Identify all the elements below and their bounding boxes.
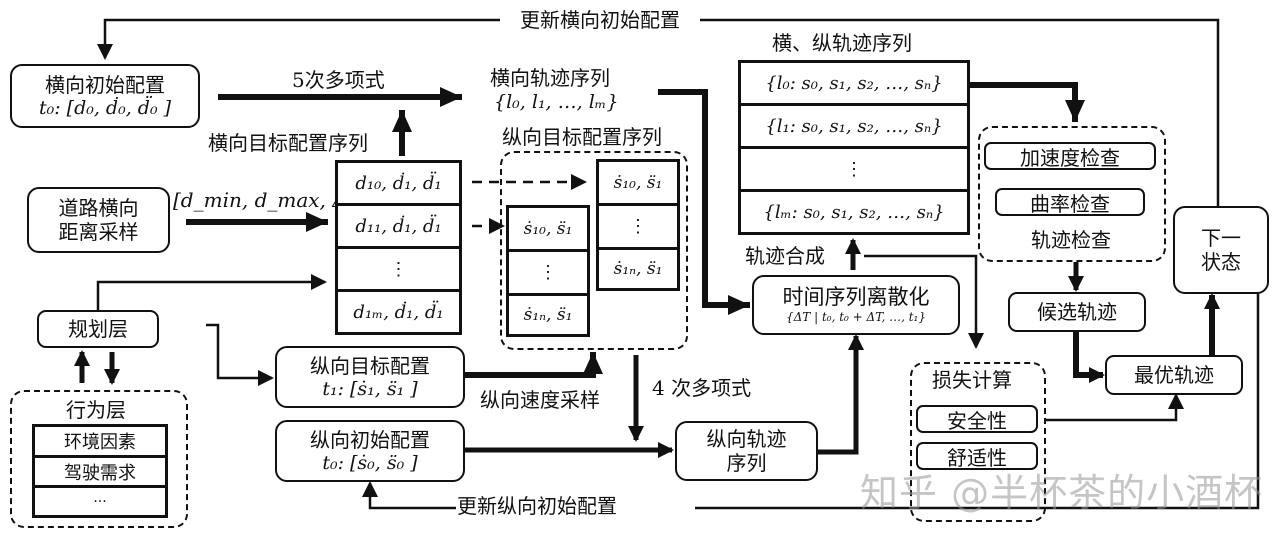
lon-target-seq-title: 纵向目标配置序列	[502, 125, 662, 149]
combined-seq-row: {l₁: s₀, s₁, s₂, …, sₙ}	[741, 106, 967, 149]
combined-seq-title: 横、纵轨迹序列	[772, 31, 912, 55]
lateral-traj-seq-title: 横向轨迹序列	[490, 66, 610, 90]
combined-seq-row: {lₘ: s₀, s₁, s₂, …, sₙ}	[763, 201, 945, 223]
lon-target-title: 纵向目标配置	[310, 353, 430, 378]
behavior-layer-group	[10, 390, 188, 528]
time-discretize-title: 时间序列离散化	[782, 285, 930, 310]
loss-group	[910, 362, 1046, 522]
planning-layer[interactable]: 规划层	[37, 310, 159, 348]
safety-item[interactable]: 安全性	[916, 405, 1038, 433]
road-lateral-sampling[interactable]: 道路横向 距离采样	[27, 187, 170, 253]
edge-lateral-traj-to-time	[658, 89, 750, 315]
road-sampling-line2: 距离采样	[58, 220, 139, 244]
optimal-label: 最优轨迹	[1134, 363, 1214, 387]
behavior-item: 驾驶需求	[35, 458, 165, 488]
time-discretize-formula: {ΔT | t₀, t₀ + ΔT, …, t₁}	[786, 310, 926, 325]
lateral-target-row: d₁₀, ḋ₁, d̈₁	[338, 163, 459, 206]
watermark: 知乎 @半杯茶的小酒杯	[860, 471, 1264, 515]
lateral-target-row: d₁ₘ, ḋ₁, d̈₁	[353, 301, 444, 323]
lon-initial-formula: t₀: [ṡ₀, s̈₀ ]	[322, 451, 418, 474]
traj-check-title: 轨迹检查	[1031, 228, 1111, 252]
traj-check-group	[978, 126, 1166, 262]
lateral-traj-seq-formula: {l₀, l₁, …, lₘ}	[494, 91, 619, 113]
combined-seq-row: ⋮	[741, 149, 967, 192]
next-state[interactable]: 下一 状态	[1173, 206, 1269, 294]
label-lon-speed-sampling: 纵向速度采样	[480, 388, 600, 412]
edge-candidate-to-optimal	[1073, 332, 1105, 383]
label-traj-synthesis: 轨迹合成	[745, 244, 825, 268]
lon-traj-line2: 序列	[726, 451, 767, 475]
comfort-item[interactable]: 舒适性	[916, 442, 1038, 470]
combined-seq-row: {l₀: s₀, s₁, s₂, …, sₙ}	[741, 63, 967, 106]
road-sampling-line1: 道路横向	[58, 196, 139, 220]
edge-to-traj-check	[968, 82, 1085, 122]
behavior-layer-title: 行为层	[66, 398, 126, 422]
next-state-line2: 状态	[1201, 250, 1241, 274]
edge-lon-traj-to-time	[818, 334, 864, 455]
lon-traj-seq[interactable]: 纵向轨迹 序列	[675, 421, 818, 481]
lon-target-row: ṡ₁ₙ, s̈₁	[613, 259, 663, 279]
label-quintic: 5次多项式	[292, 68, 385, 92]
behavior-item: 环境因素	[35, 427, 165, 458]
lon-target-row: ⋮	[509, 252, 587, 296]
lateral-target-table: d₁₀, ḋ₁, d̈₁ d₁₁, ḋ₁, d̈₁ ⋮ d₁ₘ, ḋ₁, d̈₁	[335, 160, 462, 335]
lateral-initial-title: 横向初始配置	[45, 72, 165, 97]
label-update-longitudinal: 更新纵向初始配置	[457, 494, 617, 518]
edge-lon-speed-sampling	[465, 352, 603, 378]
curvature-check[interactable]: 曲率检查	[995, 188, 1145, 216]
lon-target-config[interactable]: 纵向目标配置 t₁: [ṡ₁, s̈₁ ]	[275, 346, 465, 408]
loss-title: 损失计算	[932, 368, 1012, 392]
planning-layer-label: 规划层	[68, 317, 128, 341]
edge-planning-to-table	[96, 274, 327, 310]
label-update-lateral: 更新横向初始配置	[520, 8, 680, 32]
behavior-factors-table: 环境因素 驾驶需求 ···	[32, 424, 168, 518]
combined-seq-table: {l₀: s₀, s₁, s₂, …, sₙ} {l₁: s₀, s₁, s₂,…	[738, 60, 970, 235]
lon-target-formula: t₁: [ṡ₁, s̈₁ ]	[322, 377, 418, 400]
lateral-target-row: ⋮	[338, 249, 459, 292]
lon-traj-line1: 纵向轨迹	[706, 427, 787, 451]
lon-initial-title: 纵向初始配置	[310, 427, 430, 452]
lon-target-table-b: ṡ₁₀, s̈₁ ⋮ ṡ₁ₙ, s̈₁	[596, 159, 680, 291]
time-series-discretize[interactable]: 时间序列离散化 {ΔT | t₀, t₀ + ΔT, …, t₁}	[752, 275, 960, 335]
accel-check[interactable]: 加速度检查	[984, 142, 1156, 170]
next-state-line1: 下一	[1201, 226, 1241, 250]
lon-target-row: ṡ₁₀, s̈₁	[509, 208, 587, 252]
lon-target-table-a: ṡ₁₀, s̈₁ ⋮ ṡ₁ₙ, s̈₁	[506, 205, 590, 337]
edge-loss-to-optimal	[1045, 393, 1184, 422]
lon-target-seq-group	[500, 151, 688, 350]
lon-initial-config[interactable]: 纵向初始配置 t₀: [ṡ₀, s̈₀ ]	[275, 420, 465, 482]
candidate-label: 候选轨迹	[1037, 300, 1117, 324]
lateral-initial-config[interactable]: 横向初始配置 t₀: [d₀, ḋ₀, d̈₀ ]	[10, 64, 200, 128]
optimal-trajectory[interactable]: 最优轨迹	[1105, 355, 1243, 395]
lon-target-row: ṡ₁₀, s̈₁	[599, 162, 677, 206]
label-lateral-target-seq: 横向目标配置序列	[208, 131, 368, 155]
candidate-trajectory[interactable]: 候选轨迹	[1008, 292, 1146, 332]
label-quartic: 4 次多项式	[652, 376, 752, 400]
edge-to-loss	[864, 254, 984, 349]
lon-target-row: ⋮	[599, 206, 677, 250]
lateral-initial-formula: t₀: [d₀, ḋ₀, d̈₀ ]	[38, 96, 172, 119]
lon-target-row: ṡ₁ₙ, s̈₁	[523, 305, 573, 325]
edge-update-longitudinal	[695, 270, 1260, 510]
label-lateral-range: [d_min, d_max, Δd ]	[173, 188, 374, 212]
lateral-target-row: d₁₁, ḋ₁, d̈₁	[338, 206, 459, 249]
edge-update-lateral	[700, 18, 1220, 270]
behavior-item: ···	[93, 493, 107, 510]
edge-planning-to-lon-target	[206, 323, 274, 386]
